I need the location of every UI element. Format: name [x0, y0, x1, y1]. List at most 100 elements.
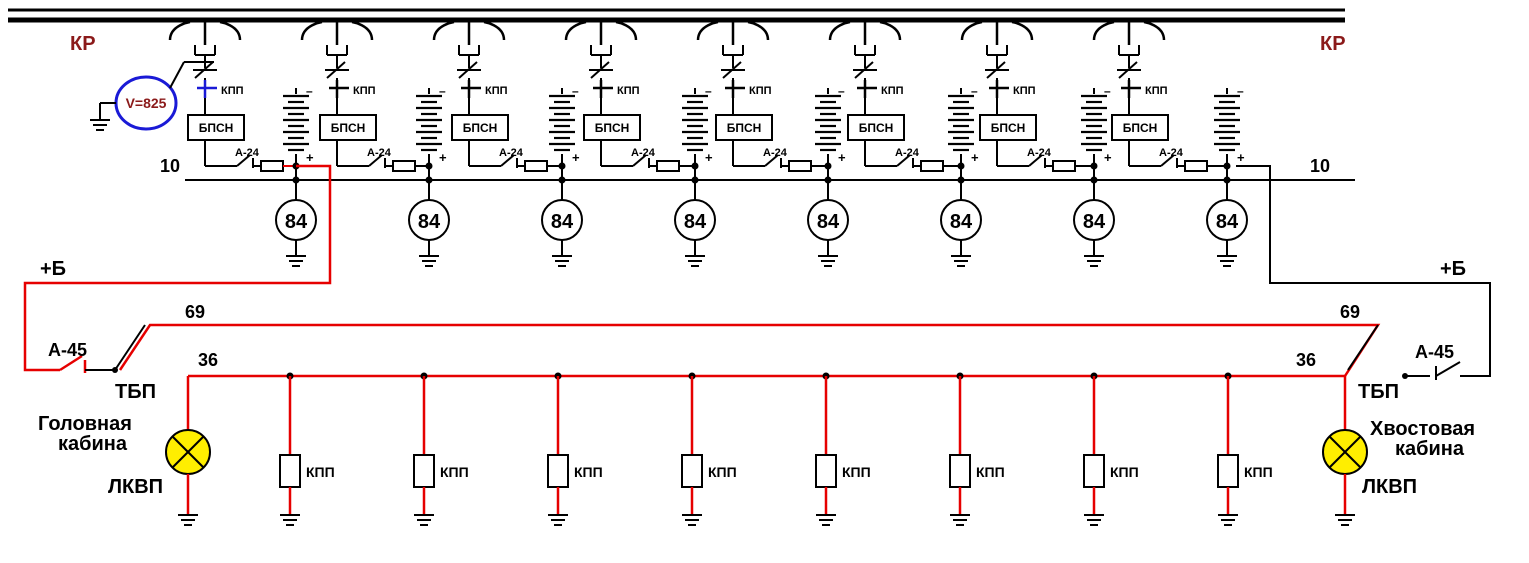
- resistor-icon: [920, 160, 944, 172]
- contact-label: КПП: [1013, 85, 1036, 97]
- relay-coil-icon: [949, 454, 971, 488]
- converter-block-label: БПСН: [727, 121, 762, 135]
- battery-plus: +: [705, 150, 713, 165]
- converter-block: [583, 114, 641, 141]
- relay-coil-icon: [1083, 454, 1105, 488]
- battery-plus: +: [838, 150, 846, 165]
- resistor-icon: [524, 160, 548, 172]
- contact-label: КПП: [881, 85, 904, 97]
- converter-block-label: БПСН: [331, 121, 366, 135]
- converter-block-label: БПСН: [595, 121, 630, 135]
- battery-minus: –: [439, 84, 446, 98]
- relay-coil-icon: [547, 454, 569, 488]
- battery-icon: [416, 88, 442, 152]
- battery-icon: [815, 88, 841, 152]
- switch-icon: [1160, 154, 1175, 167]
- tail-cabin-label-1: Хвостовая: [1370, 418, 1475, 440]
- battery-icon: [549, 88, 575, 152]
- wire-36-label-left: 36: [198, 350, 218, 370]
- switch-icon: [368, 154, 383, 167]
- relay-coil-icon: [279, 454, 301, 488]
- lamp-icon-tail-cabin: [1322, 429, 1368, 475]
- pantograph-icon: [960, 20, 1034, 56]
- switch-label: А-24: [367, 147, 392, 159]
- relay-label: КПП: [574, 464, 603, 480]
- load-meter-label: 84: [1216, 211, 1239, 233]
- relay-label: КПП: [1244, 464, 1273, 480]
- breaker-right: [1402, 361, 1461, 380]
- load-meter-label: 84: [950, 211, 973, 233]
- relay-label: КПП: [1110, 464, 1139, 480]
- relay-label: КПП: [440, 464, 469, 480]
- relay-coil-icon: [1217, 454, 1239, 488]
- tail-cabin-label-2: кабина: [1395, 438, 1465, 460]
- switch-label: А-24: [235, 147, 260, 159]
- contact-label: КПП: [749, 85, 772, 97]
- relay-label: КПП: [842, 464, 871, 480]
- converter-block-label: БПСН: [991, 121, 1026, 135]
- plus-b-label-right: +Б: [1440, 258, 1466, 280]
- relay-coil-icon: [681, 454, 703, 488]
- relay-coil-icon: [815, 454, 837, 488]
- battery-minus: –: [1237, 84, 1244, 98]
- battery-minus: –: [306, 84, 313, 98]
- relay-branch: КПП: [1217, 372, 1273, 526]
- battery-minus: –: [572, 84, 579, 98]
- relay-branch: КПП: [1083, 372, 1139, 526]
- switch-label: А-24: [763, 147, 788, 159]
- battery-plus: +: [1237, 150, 1245, 165]
- battery-plus: +: [971, 150, 979, 165]
- head-cabin-label-1: Головная: [38, 413, 132, 435]
- switch-icon: [632, 154, 647, 167]
- relay-branch: КПП: [815, 372, 871, 526]
- pantograph-icon: [168, 20, 242, 56]
- battery-icon: [948, 88, 974, 152]
- pantograph-icon: [432, 20, 506, 56]
- converter-block: [979, 114, 1037, 141]
- wire-69-label-left: 69: [185, 302, 205, 322]
- breaker-label-right: А-45: [1415, 342, 1454, 362]
- switch-label: А-24: [631, 147, 656, 159]
- battery-icon: [1214, 88, 1240, 152]
- relay-branch: КПП: [681, 372, 737, 526]
- bus-label-right: КР: [1320, 33, 1346, 55]
- plus-b-wire-left: [23, 164, 332, 372]
- converter-block: [847, 114, 905, 141]
- battery-plus: +: [1104, 150, 1112, 165]
- converter-block: [1111, 114, 1169, 141]
- contact-label: КПП: [1145, 85, 1168, 97]
- load-meter-label: 84: [817, 211, 840, 233]
- breaker-label-left: А-45: [48, 340, 87, 360]
- contact-label: КПП: [221, 85, 244, 97]
- relay-branch: КПП: [279, 372, 335, 526]
- pantograph-icon: [696, 20, 770, 56]
- contact-label: КПП: [353, 85, 376, 97]
- pantograph-icon: [564, 20, 638, 56]
- head-cabin-label-2: кабина: [58, 433, 128, 455]
- switch-label: А-24: [1027, 147, 1052, 159]
- resistor-icon: [1052, 160, 1076, 172]
- converter-block-label: БПСН: [1123, 121, 1158, 135]
- wire-69: [118, 323, 1381, 377]
- lamp-icon-head-cabin: [165, 429, 211, 475]
- tbp-label-left: ТБП: [115, 381, 156, 403]
- load-meter-label: 84: [418, 211, 441, 233]
- resistor-icon: [788, 160, 812, 172]
- switch-icon: [1028, 154, 1043, 167]
- converter-units: КППБПСНА-24–+84КППБПСНА-24–+84КППБПСНА-2…: [168, 20, 1248, 267]
- relay-branch: КПП: [949, 372, 1005, 526]
- pantograph-icon: [300, 20, 374, 56]
- battery-minus: –: [705, 84, 712, 98]
- load-meter-label: 84: [285, 211, 308, 233]
- resistor-icon: [656, 160, 680, 172]
- tbp-label-right: ТБП: [1358, 381, 1399, 403]
- battery-icon: [283, 88, 309, 152]
- battery-minus: –: [838, 84, 845, 98]
- bus-label-left: КР: [70, 33, 96, 55]
- pantograph-icon: [828, 20, 902, 56]
